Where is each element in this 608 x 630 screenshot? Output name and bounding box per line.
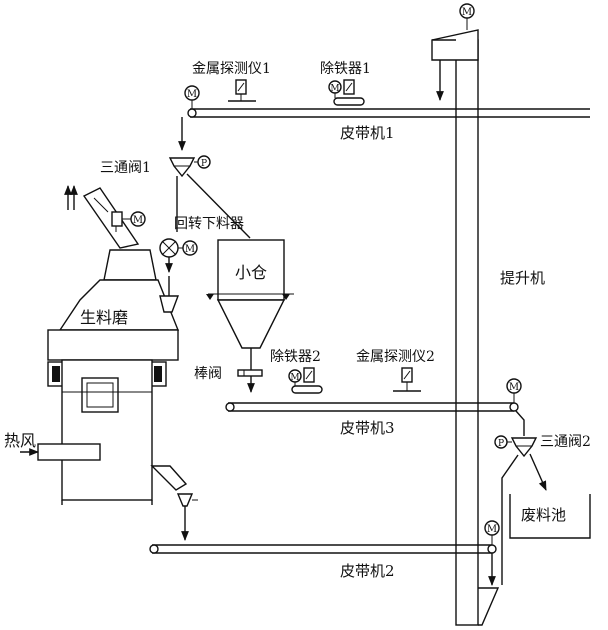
label-three-way-valve-1: 三通阀1 [100, 160, 151, 176]
iron-remover-2: M [288, 367, 323, 394]
three-way-valve-1: P [168, 155, 211, 178]
belt-3-motor: M [506, 378, 522, 403]
motor-symbol: M [290, 373, 299, 383]
belt-conveyor-2 [149, 544, 497, 554]
metal-detector-2 [393, 367, 421, 392]
rotary-feeder: M [159, 238, 198, 273]
elevator-motor: M [459, 3, 475, 30]
rod-valve [237, 348, 263, 393]
motor-symbol: M [487, 524, 497, 535]
label-belt-1: 皮带机1 [340, 124, 395, 142]
iron-remover-1: M [328, 79, 365, 106]
motor-symbol: M [509, 382, 519, 393]
label-raw-mill: 生料磨 [80, 308, 128, 327]
motor-symbol: M [187, 89, 197, 100]
small-bin [206, 239, 294, 349]
belt-conveyor-3 [225, 402, 519, 412]
label-metal-detector-2: 金属探测仪2 [356, 349, 435, 365]
motor-symbol: M [462, 7, 472, 18]
pneumatic-symbol: P [201, 159, 207, 169]
motor-symbol: M [330, 84, 339, 94]
three-way-valve-2: P [494, 435, 538, 458]
motor-symbol: M [133, 215, 143, 226]
raw-mill: M [47, 185, 198, 541]
hot-air-duct [20, 443, 101, 461]
belt-1-motor: M [184, 85, 200, 109]
pneumatic-symbol: P [498, 439, 504, 449]
bucket-elevator [431, 29, 500, 626]
label-elevator: 提升机 [500, 269, 545, 287]
belt-2-motor: M [484, 520, 500, 545]
motor-symbol: M [185, 244, 195, 255]
label-three-way-valve-2: 三通阀2 [540, 434, 591, 450]
label-small-bin: 小仓 [235, 263, 267, 282]
label-rotary-feeder: 回转下料器 [174, 216, 244, 232]
label-belt-2: 皮带机2 [340, 562, 395, 580]
metal-detector-1 [228, 79, 256, 102]
belt-conveyor-1 [187, 108, 590, 118]
label-iron-remover-1: 除铁器1 [320, 61, 371, 77]
label-hot-air: 热风 [4, 431, 36, 450]
waste-pool [509, 494, 591, 539]
label-iron-remover-2: 除铁器2 [270, 349, 321, 365]
label-rod-valve: 棒阀 [194, 366, 222, 382]
label-belt-3: 皮带机3 [340, 419, 395, 437]
label-waste-pool: 废料池 [521, 506, 566, 524]
label-metal-detector-1: 金属探测仪1 [192, 61, 271, 77]
